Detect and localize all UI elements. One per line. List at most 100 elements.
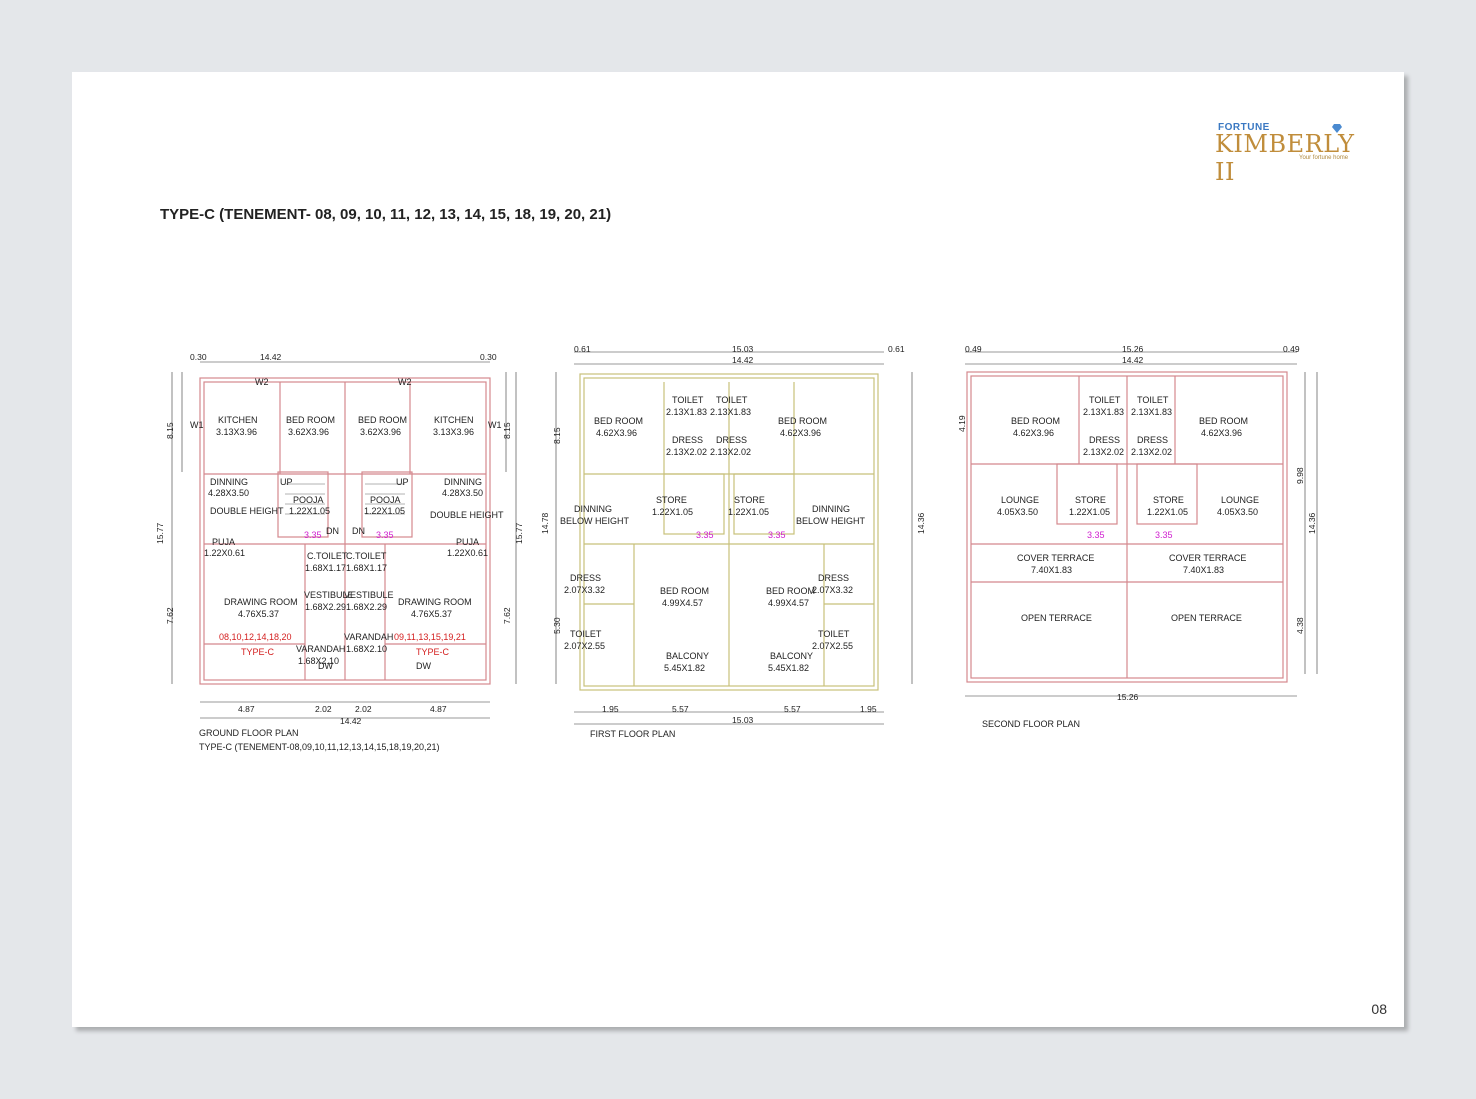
gf-varandah-right-size: 1.68X2.10 — [346, 644, 388, 654]
gf-stair-left: 3.35 — [304, 530, 322, 540]
sf-lounge-right-size: 4.05X3.50 — [1217, 507, 1259, 517]
sf-lounge-right: LOUNGE — [1221, 495, 1260, 505]
ff-balcony-left-size: 5.45X1.82 — [664, 663, 706, 673]
ff-toilet2-right-size: 2.07X2.55 — [812, 641, 854, 651]
ff-dress-right-size: 2.13X2.02 — [710, 447, 752, 457]
sf-toilet-right: TOILET — [1137, 395, 1169, 405]
gf-subcaption: TYPE-C (TENEMENT-08,09,10,11,12,13,14,15… — [199, 742, 440, 752]
sf-dim-side-3: 14.36 — [1307, 512, 1317, 534]
ff-dim-side-3: 5.30 — [552, 617, 562, 634]
ff-dress2-right: DRESS — [818, 573, 850, 583]
ff-dim-bottom-2: 5.57 — [672, 704, 689, 714]
page-number: 08 — [1371, 1001, 1387, 1017]
ff-dim-edge-left: 0.61 — [574, 344, 591, 354]
gf-pooja-left: POOJA — [293, 495, 324, 505]
ground-floor-plan: 14.42 0.30 0.30 4.87 2.02 2.02 4.87 14.4… — [155, 344, 530, 764]
sf-dress-right-size: 2.13X2.02 — [1131, 447, 1173, 457]
gf-units-right: 09,11,13,15,19,21 — [394, 632, 466, 642]
gf-tag-w2-right: W2 — [398, 377, 412, 387]
ff-store-right-size: 1.22X1.05 — [728, 507, 770, 517]
sf-store-right: STORE — [1153, 495, 1184, 505]
ff-dinning-right: DINNING — [812, 504, 850, 514]
ff-caption: FIRST FLOOR PLAN — [590, 729, 676, 739]
ff-balcony-right: BALCONY — [770, 651, 814, 661]
gf-varandah-left-size: 1.68X2.10 — [298, 656, 340, 666]
sf-dim-side-2: 9.98 — [1295, 467, 1305, 484]
gf-tag-dw-right: DW — [416, 661, 431, 671]
gf-double-right: DOUBLE HEIGHT — [430, 510, 504, 520]
gf-type-right: TYPE-C — [416, 647, 450, 657]
ff-toilet-right: TOILET — [716, 395, 748, 405]
sf-caption: SECOND FLOOR PLAN — [982, 719, 1081, 729]
ff-toilet2-left-size: 2.07X2.55 — [564, 641, 606, 651]
gf-stair-right: 3.35 — [376, 530, 394, 540]
ff-bed-left-size: 4.62X3.96 — [596, 428, 638, 438]
gf-dinning-right-size: 4.28X3.50 — [442, 488, 484, 498]
sf-stair-left: 3.35 — [1087, 530, 1105, 540]
ff-store-left: STORE — [656, 495, 687, 505]
ff-toilet2-right: TOILET — [818, 629, 850, 639]
sf-dress-left: DRESS — [1089, 435, 1121, 445]
brand-logo: FORTUNE KIMBERLY II Your fortune home — [1215, 120, 1365, 186]
sf-bed-left: BED ROOM — [1011, 416, 1061, 426]
ground-floor-drawing — [171, 361, 517, 719]
sf-store-right-size: 1.22X1.05 — [1147, 507, 1189, 517]
ff-bed-right-size: 4.62X3.96 — [780, 428, 822, 438]
gf-tag-dn-left: DN — [326, 526, 339, 536]
gf-double-left: DOUBLE HEIGHT — [210, 506, 284, 516]
gf-pooja-left-size: 1.22X1.05 — [289, 506, 331, 516]
gf-kitchen-right: KITCHEN — [434, 415, 474, 425]
ff-toilet-right-size: 2.13X1.83 — [710, 407, 752, 417]
sf-cover-left-size: 7.40X1.83 — [1031, 565, 1073, 575]
ff-dress2-right-size: 2.07X3.32 — [812, 585, 854, 595]
sf-open-left: OPEN TERRACE — [1021, 613, 1092, 623]
sf-bed-left-size: 4.62X3.96 — [1013, 428, 1055, 438]
gf-vestibule-left-size: 1.68X2.29 — [305, 602, 347, 612]
gf-tag-up-right: UP — [396, 477, 409, 487]
sf-toilet-left-size: 2.13X1.83 — [1083, 407, 1125, 417]
ff-bed2-left-size: 4.99X4.57 — [662, 598, 704, 608]
dim-bottom-seg-3: 2.02 — [355, 704, 372, 714]
brand-top: FORTUNE — [1218, 122, 1270, 133]
dim-bottom-seg-4: 4.87 — [430, 704, 447, 714]
sf-dim-edge-right: 0.49 — [1283, 344, 1300, 354]
gf-dinning-left-size: 4.28X3.50 — [208, 488, 250, 498]
sf-bed-right-size: 4.62X3.96 — [1201, 428, 1243, 438]
gf-ctoilet-right: C.TOILET — [346, 551, 387, 561]
gf-units-left: 08,10,12,14,18,20 — [219, 632, 292, 642]
sf-store-left: STORE — [1075, 495, 1106, 505]
ff-bed2-right: BED ROOM — [766, 586, 816, 596]
ff-store-right: STORE — [734, 495, 765, 505]
sf-dress-left-size: 2.13X2.02 — [1083, 447, 1125, 457]
dim-side-right-1: 8.15 — [502, 422, 512, 439]
sf-cover-right: COVER TERRACE — [1169, 553, 1247, 563]
gf-kitchen-right-size: 3.13X3.96 — [433, 427, 475, 437]
dim-bottom-total: 14.42 — [340, 716, 362, 726]
ff-toilet2-left: TOILET — [570, 629, 602, 639]
sf-store-left-size: 1.22X1.05 — [1069, 507, 1111, 517]
ff-dim-right-1: 14.36 — [916, 512, 926, 534]
sf-dim-edge-left: 0.49 — [965, 344, 982, 354]
dim-side-2: 15.77 — [155, 522, 165, 544]
ff-dim-bottom-3: 5.57 — [784, 704, 801, 714]
sf-toilet-right-size: 2.13X1.83 — [1131, 407, 1173, 417]
ff-store-left-size: 1.22X1.05 — [652, 507, 694, 517]
dim-side-1: 8.15 — [165, 422, 175, 439]
page-title: TYPE-C (TENEMENT- 08, 09, 10, 11, 12, 13… — [160, 206, 612, 223]
gf-puja-right: PUJA — [456, 537, 480, 547]
ff-bed2-left: BED ROOM — [660, 586, 710, 596]
gf-bed-left-size: 3.62X3.96 — [288, 427, 330, 437]
ff-below-right: BELOW HEIGHT — [796, 516, 866, 526]
dim-top-edge-left: 0.30 — [190, 352, 207, 362]
gf-tag-w1-left: W1 — [190, 420, 204, 430]
gf-kitchen-left: KITCHEN — [218, 415, 258, 425]
dim-bottom-seg-2: 2.02 — [315, 704, 332, 714]
second-floor-drawing — [965, 351, 1318, 697]
gf-drawing-left: DRAWING ROOM — [224, 597, 298, 607]
dim-side-right-2: 15.77 — [514, 522, 524, 544]
ff-dim-top-outer: 15.03 — [732, 344, 754, 354]
sf-lounge-left-size: 4.05X3.50 — [997, 507, 1039, 517]
ff-balcony-left: BALCONY — [666, 651, 710, 661]
ff-dress-right: DRESS — [716, 435, 748, 445]
ff-dim-bottom-1: 1.95 — [602, 704, 619, 714]
